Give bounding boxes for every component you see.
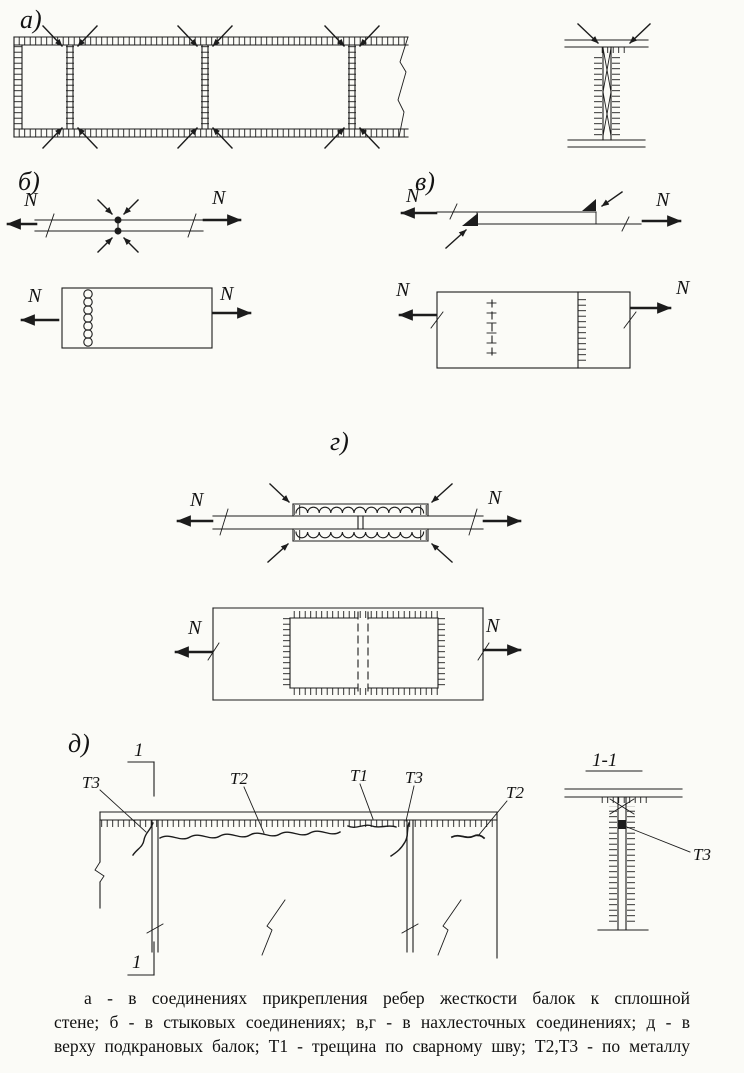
- panel-v: в) N N: [395, 167, 691, 369]
- force-label-n: N: [219, 283, 235, 305]
- caption-line-2: стене; б - в стыковых соединениях; в,г -…: [54, 1012, 690, 1032]
- crack-label-t2: Т2: [506, 783, 524, 802]
- figure-caption: а - в соединениях прикрепления ребер жес…: [54, 986, 690, 1058]
- section-mark-bottom: 1: [132, 952, 142, 973]
- cover-plate-side-view: N N: [176, 483, 522, 563]
- lap-joint-side-view: N N: [400, 185, 682, 249]
- force-label-n: N: [405, 185, 421, 207]
- panel-label-v: в): [415, 167, 435, 196]
- cover-plate-plan-view: N N: [174, 607, 522, 701]
- force-label-n: N: [187, 617, 203, 639]
- panel-label-g: г): [330, 427, 349, 456]
- force-label-n: N: [395, 279, 411, 301]
- lap-joint-plan-view: N N: [395, 277, 691, 369]
- force-label-n: N: [23, 189, 39, 211]
- section-title: 1-1: [592, 750, 617, 771]
- force-label-n: N: [211, 187, 227, 209]
- force-label-n: N: [189, 489, 205, 511]
- panel-label-b: б): [18, 167, 40, 196]
- crack-label-t1: Т1: [350, 766, 368, 785]
- panel-label-a: а): [20, 5, 42, 34]
- butt-joint-side-view: N N: [6, 187, 242, 253]
- panel-g: г) N N: [174, 427, 522, 701]
- panel-d: д) Т3 Т2: [68, 729, 711, 976]
- crack-label-t3: Т3: [82, 773, 100, 792]
- force-label-n: N: [485, 615, 501, 637]
- section-mark-top: 1: [134, 740, 144, 761]
- butt-joint-plan-view: N N: [20, 283, 252, 349]
- panel-a: а): [13, 5, 651, 149]
- force-label-n: N: [655, 189, 671, 211]
- caption-line-3: верху подкрановых балок; Т1 - трещина по…: [54, 1036, 690, 1056]
- panel-b: б) N N N N: [6, 167, 252, 349]
- beam-cross-section: [564, 23, 651, 148]
- crane-girder-elevation: Т3 Т2 Т1 Т3 Т2 1 1: [82, 740, 524, 976]
- force-label-n: N: [27, 285, 43, 307]
- crack-label-t3: Т3: [693, 845, 711, 864]
- panel-label-d: д): [68, 729, 90, 758]
- crack-label-t3: Т3: [405, 768, 423, 787]
- force-label-n: N: [487, 487, 503, 509]
- force-label-n: N: [675, 277, 691, 299]
- section-1-1-view: 1-1 Т3: [564, 750, 711, 931]
- beam-elevation: [13, 25, 409, 149]
- caption-line-1: а - в соединениях прикрепления ребер жес…: [84, 988, 690, 1008]
- crack-label-t2: Т2: [230, 769, 248, 788]
